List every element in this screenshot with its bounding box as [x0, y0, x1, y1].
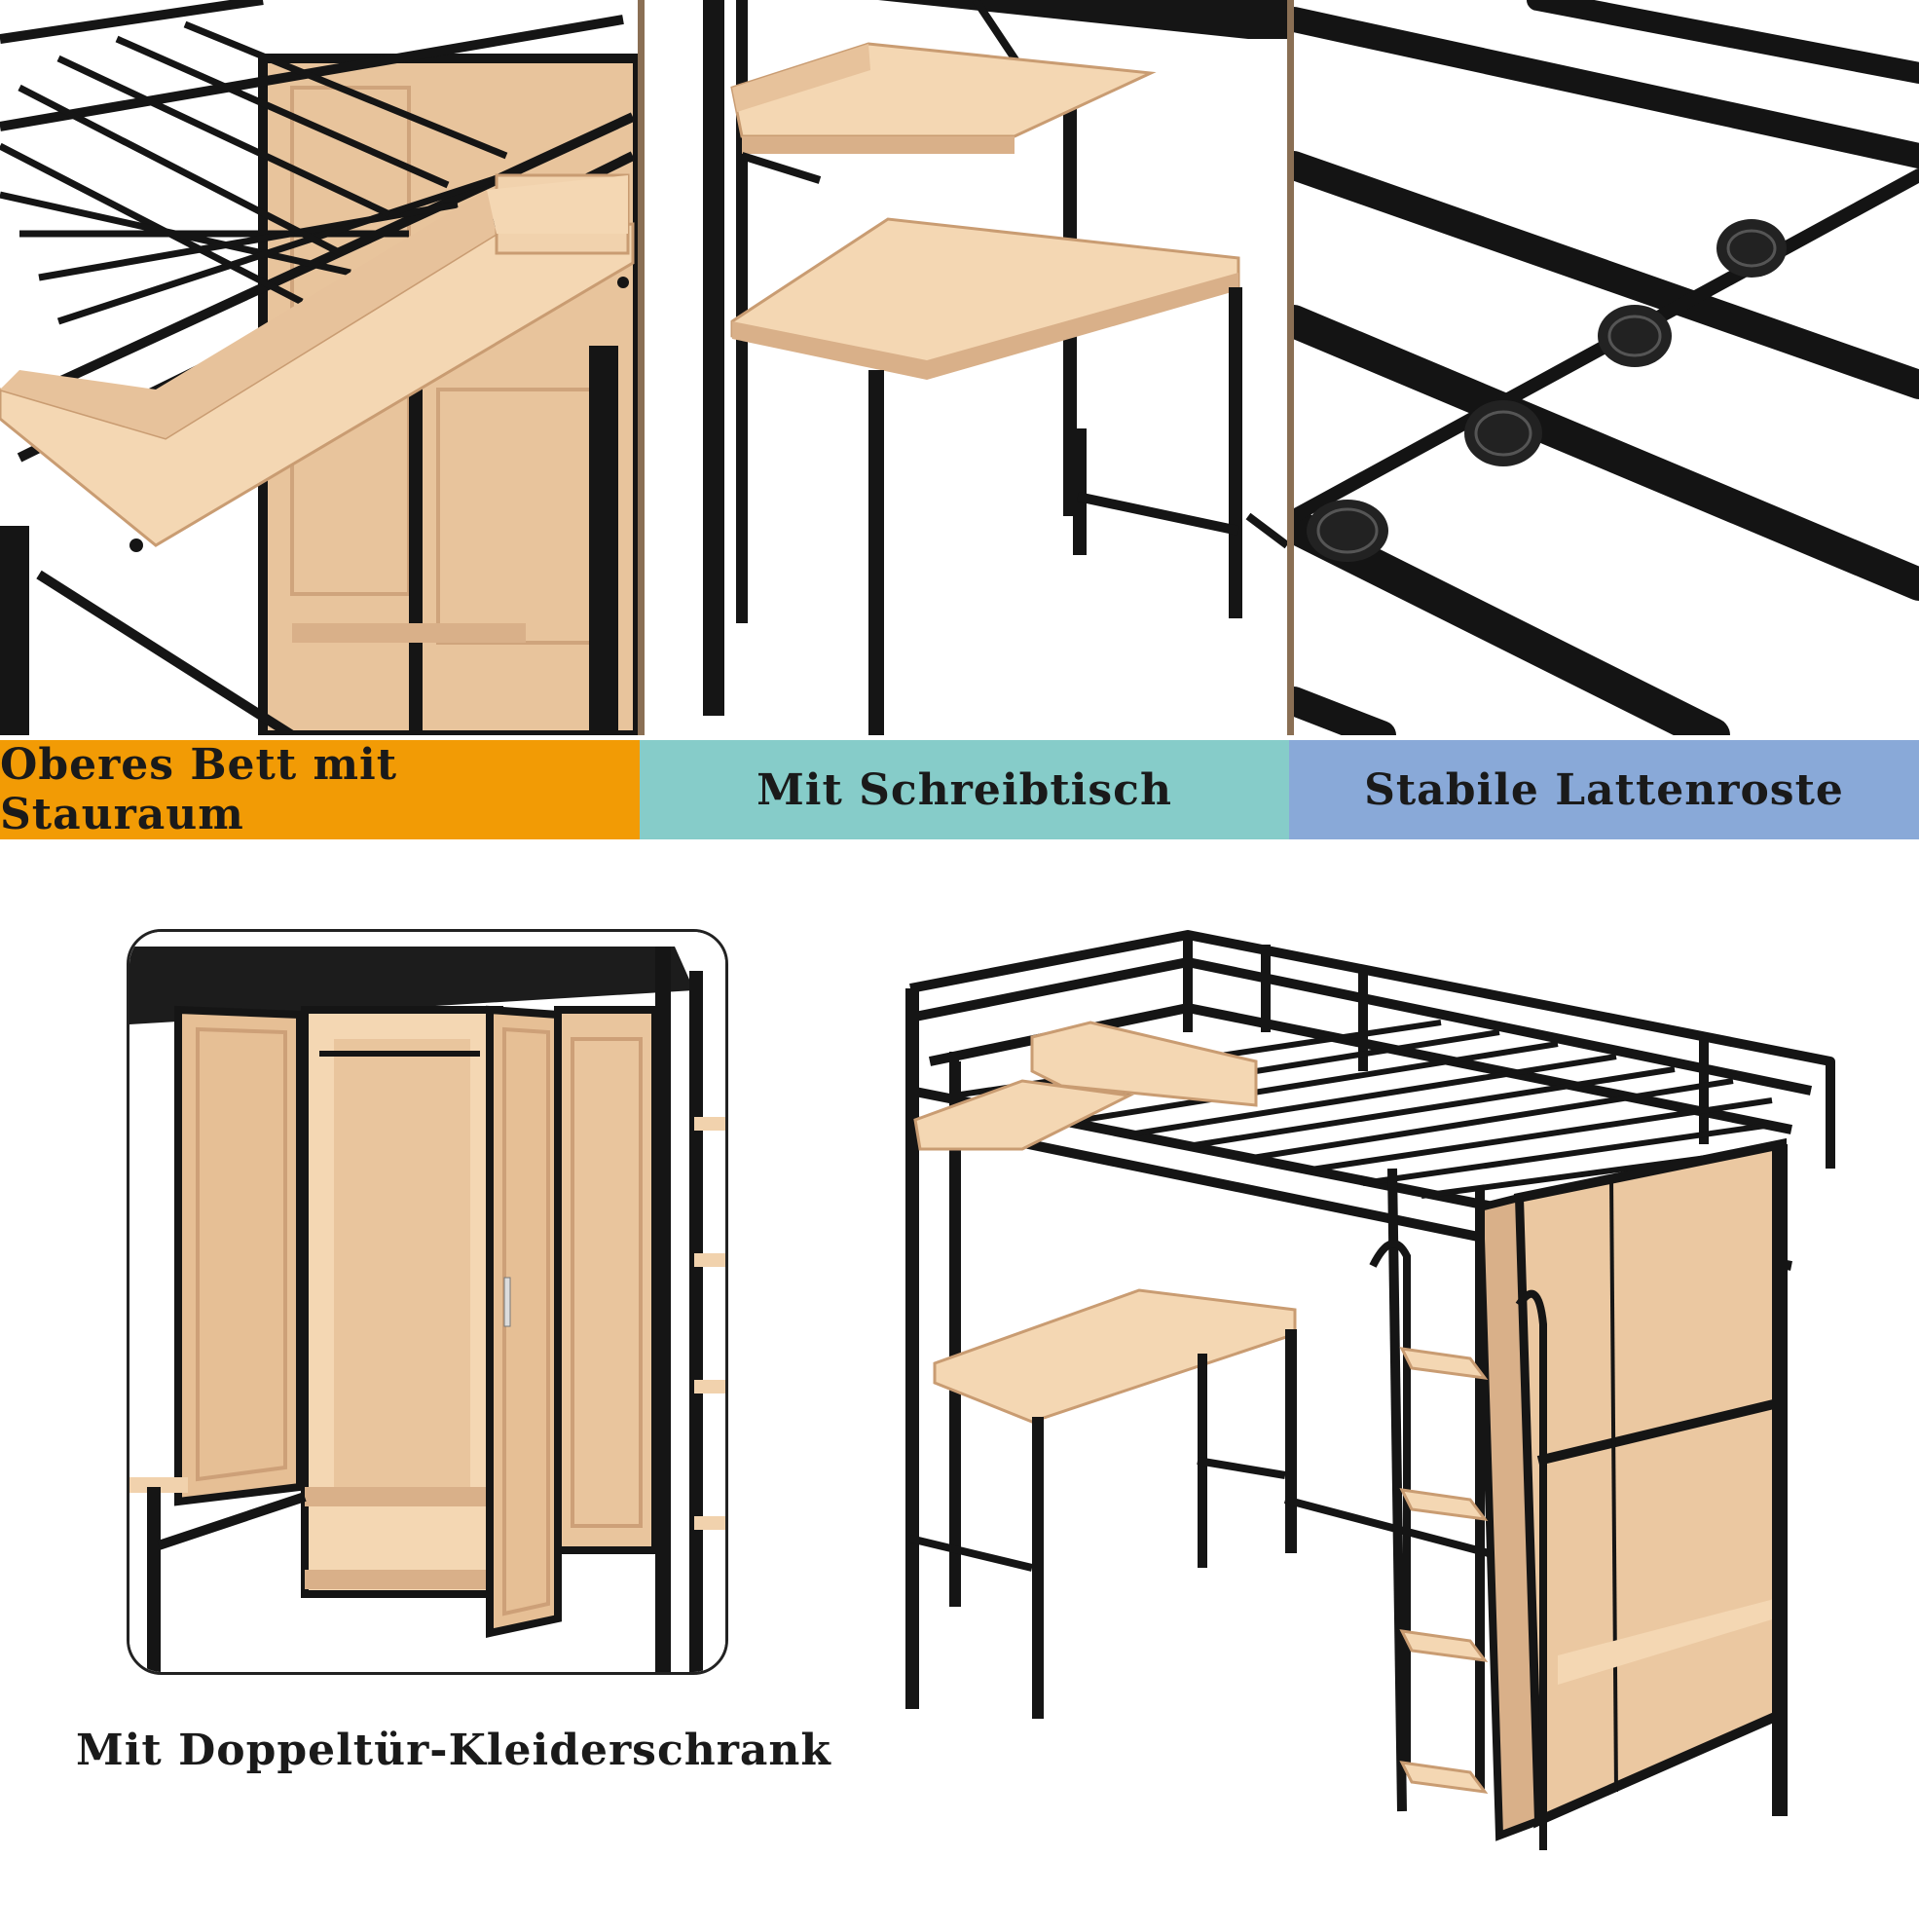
bed-storage-illustration: [0, 0, 638, 735]
slats-illustration: [1294, 0, 1919, 735]
label-slats-text: Stabile Lattenroste: [1364, 764, 1844, 815]
wardrobe-illustration: [129, 932, 725, 1672]
photo-bed-storage: [0, 0, 638, 735]
wardrobe-caption: Mit Doppeltür-Kleiderschrank: [76, 1726, 831, 1775]
desk-illustration: [645, 0, 1287, 735]
label-storage: Oberes Bett mit Stauraum: [0, 740, 640, 839]
photo-desk: [645, 0, 1287, 735]
photo-wardrobe: [127, 929, 728, 1675]
photo-divider: [1287, 0, 1294, 735]
label-storage-text: Oberes Bett mit Stauraum: [0, 740, 398, 839]
photo-loft-bed: [896, 915, 1869, 1889]
loft-bed-illustration: [896, 915, 1869, 1889]
label-desk: Mit Schreibtisch: [640, 740, 1289, 839]
label-slats: Stabile Lattenroste: [1289, 740, 1919, 839]
photo-divider: [638, 0, 645, 735]
label-desk-text: Mit Schreibtisch: [757, 764, 1172, 815]
photo-slats: [1294, 0, 1919, 735]
